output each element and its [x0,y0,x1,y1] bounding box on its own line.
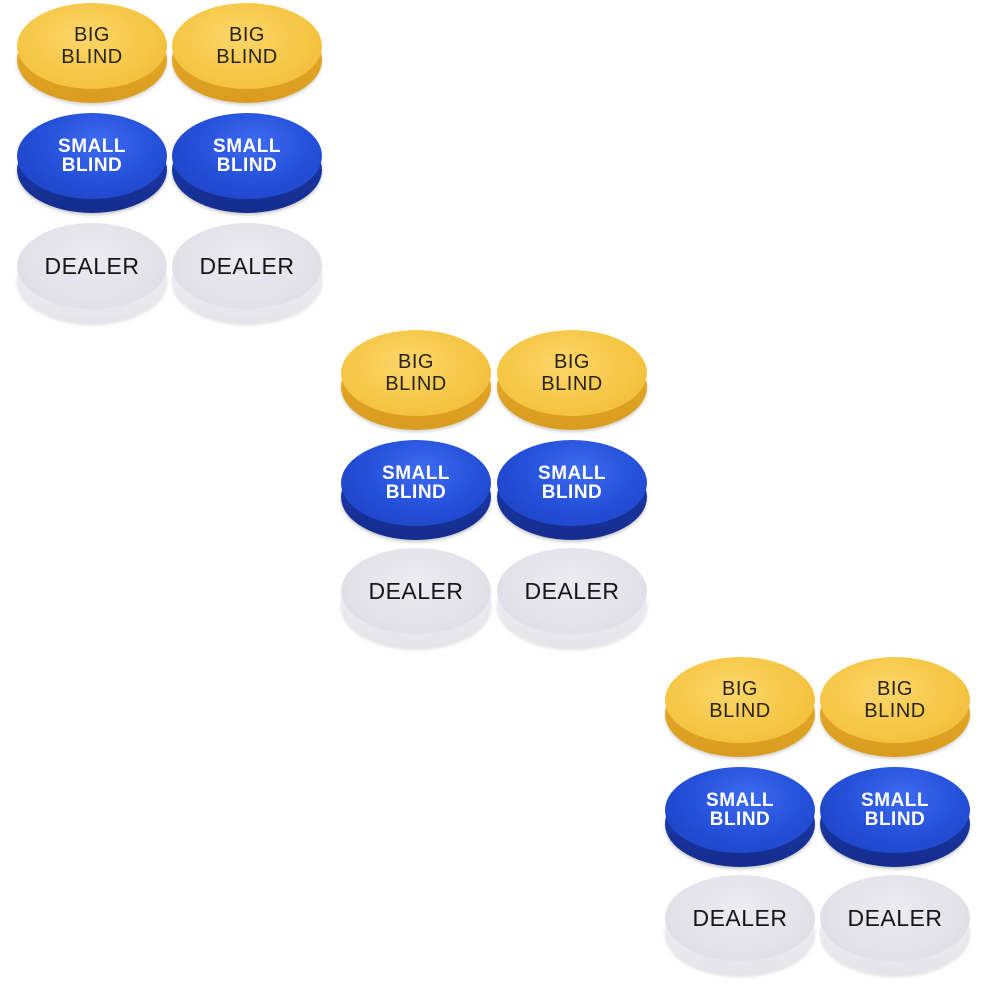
chip-label: BLIND [216,155,278,176]
chip-label: BLIND [709,700,771,722]
chip-label: SMALL [58,136,126,157]
chip-label: BIG [554,351,590,373]
chip-label: SMALL [382,463,450,484]
chip-face: BIG BLIND [341,330,491,416]
chip-face: DEALER [665,875,815,961]
big-blind-button: BIG BLIND [497,330,647,430]
chip-face: BIG BLIND [17,3,167,89]
chip-label: DEALER [692,904,788,931]
chip-face: BIG BLIND [665,657,815,743]
chip-label: DEALER [847,904,943,931]
small-blind-button: SMALL BLIND [17,113,167,213]
dealer-button: DEALER [497,548,647,648]
chip-face: DEALER [341,548,491,634]
chip-label: BLIND [541,482,603,503]
small-blind-button: SMALL BLIND [820,767,970,867]
chip-label: DEALER [199,252,295,279]
chip-face: BIG BLIND [497,330,647,416]
chip-label: SMALL [706,790,774,811]
chip-label: BIG [229,24,265,46]
chip-face: DEALER [820,875,970,961]
dealer-button: DEALER [820,875,970,975]
chip-label: BIG [74,24,110,46]
dealer-button: DEALER [341,548,491,648]
chip-face: BIG BLIND [820,657,970,743]
small-blind-button: SMALL BLIND [497,440,647,540]
chip-label: DEALER [44,252,140,279]
chip-face: DEALER [172,223,322,309]
chip-face: SMALL BLIND [17,113,167,199]
chip-label: BIG [398,351,434,373]
chip-label: BLIND [385,373,447,395]
chip-face: SMALL BLIND [665,767,815,853]
chip-face: DEALER [497,548,647,634]
chip-label: SMALL [861,790,929,811]
small-blind-button: SMALL BLIND [665,767,815,867]
chip-label: BLIND [61,46,123,68]
chip-label: BLIND [541,373,603,395]
dealer-button: DEALER [665,875,815,975]
dealer-button: DEALER [172,223,322,323]
chip-face: SMALL BLIND [172,113,322,199]
chip-label: DEALER [368,577,464,604]
big-blind-button: BIG BLIND [820,657,970,757]
chip-label: BLIND [216,46,278,68]
big-blind-button: BIG BLIND [665,657,815,757]
small-blind-button: SMALL BLIND [172,113,322,213]
chip-label: BLIND [385,482,447,503]
small-blind-button: SMALL BLIND [341,440,491,540]
button-set-2: BIG BLIND BIG BLIND SMALL BLIND SMALL BL… [341,330,651,655]
chip-label: BLIND [61,155,123,176]
chip-label: BIG [722,678,758,700]
chip-label: BLIND [709,809,771,830]
chip-face: BIG BLIND [172,3,322,89]
big-blind-button: BIG BLIND [341,330,491,430]
big-blind-button: BIG BLIND [17,3,167,103]
dealer-button: DEALER [17,223,167,323]
chip-label: BIG [877,678,913,700]
button-set-3: BIG BLIND BIG BLIND SMALL BLIND SMALL BL… [665,657,975,982]
chip-face: SMALL BLIND [820,767,970,853]
chip-label: SMALL [213,136,281,157]
chip-label: DEALER [524,577,620,604]
chip-label: BLIND [864,809,926,830]
button-set-1: BIG BLIND BIG BLIND SMALL BLIND SMALL BL… [17,3,327,328]
chip-label: SMALL [538,463,606,484]
chip-face: SMALL BLIND [341,440,491,526]
big-blind-button: BIG BLIND [172,3,322,103]
chip-face: DEALER [17,223,167,309]
chip-label: BLIND [864,700,926,722]
chip-face: SMALL BLIND [497,440,647,526]
